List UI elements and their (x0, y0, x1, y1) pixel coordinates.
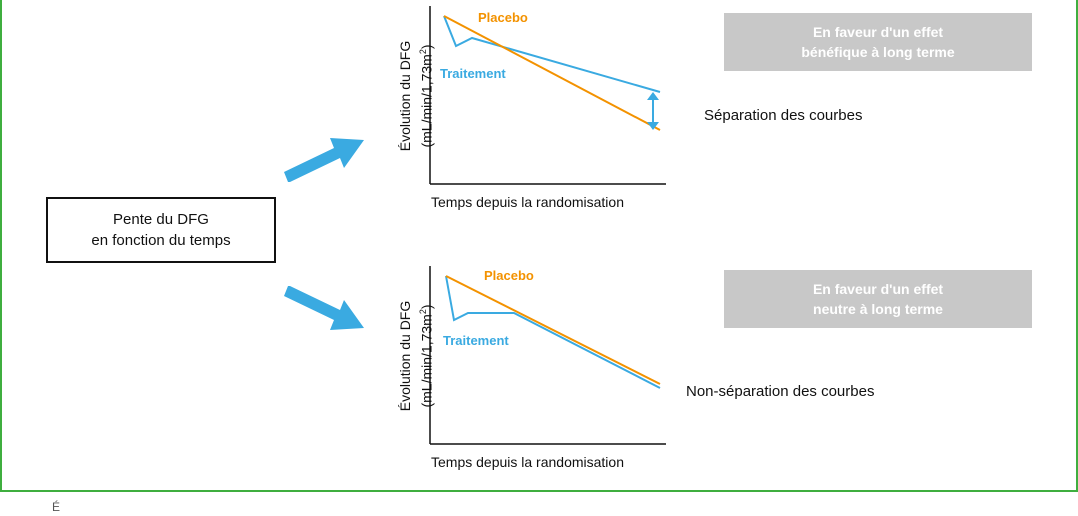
top-placebo-line (443, 15, 661, 131)
top-plot (429, 6, 666, 185)
top-placebo-label: Placebo (478, 10, 528, 25)
bottom-treatment-line (445, 275, 661, 389)
footnote: É (52, 500, 61, 514)
up-arrow-icon (284, 138, 364, 182)
bottom-placebo-label: Placebo (484, 268, 534, 283)
top-effect-box: En faveur d'un effet bénéfique à long te… (724, 13, 1032, 71)
top-separation-text: Séparation des courbes (704, 107, 863, 124)
down-arrow-icon (284, 286, 364, 330)
top-x-axis-label: Temps depuis la randomisation (431, 194, 624, 210)
bottom-separation-text: Non-séparation des courbes (686, 383, 875, 400)
source-box: Pente du DFG en fonction du temps (46, 197, 276, 263)
y-label-line-1: Évolution du DFG (397, 300, 413, 412)
bottom-treatment-label: Traitement (443, 333, 509, 348)
bottom-plot (429, 266, 666, 445)
y-label-line-1: Évolution du DFG (397, 40, 413, 152)
figure-frame (0, 0, 1078, 492)
bottom-effect-line-1: En faveur d'un effet (812, 281, 944, 297)
separation-arrow-up-icon (647, 92, 659, 100)
source-line-1: Pente du DFG (113, 211, 209, 228)
bottom-effect-line-2: neutre à long terme (813, 301, 943, 317)
top-treatment-line (443, 15, 661, 93)
top-effect-line-1: En faveur d'un effet (812, 24, 944, 40)
bottom-placebo-line (445, 275, 661, 385)
bottom-x-axis-label: Temps depuis la randomisation (431, 454, 624, 470)
top-effect-line-2: bénéfique à long terme (801, 44, 955, 60)
source-line-2: en fonction du temps (91, 232, 231, 249)
separation-arrow-down-icon (647, 122, 659, 130)
bottom-effect-box: En faveur d'un effet neutre à long terme (724, 270, 1032, 328)
top-treatment-label: Traitement (440, 66, 506, 81)
